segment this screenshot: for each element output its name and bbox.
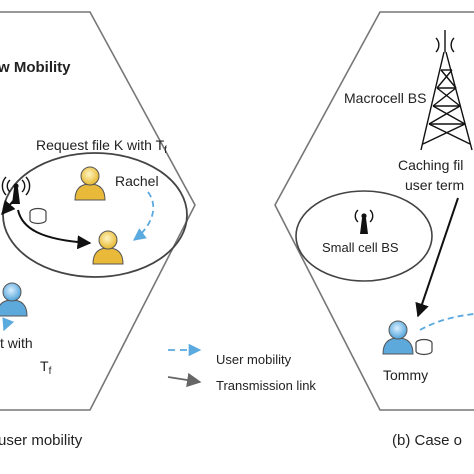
legend-user-mobility: User mobility <box>216 352 292 367</box>
caching-line2: user term <box>405 177 464 193</box>
left-user-name: Rachel <box>115 173 159 189</box>
right-user-name: Tommy <box>383 367 428 383</box>
left-bottom-line2: Tf <box>40 358 52 377</box>
left-link-arrow-down <box>17 209 92 250</box>
user-icon <box>74 166 106 201</box>
request-file-text: Request file K with Tf <box>36 137 167 156</box>
left-cell-hexagon <box>0 11 196 411</box>
left-bottom-line1: t with <box>0 335 33 351</box>
macro-to-user-link <box>415 197 459 318</box>
user-icon <box>92 230 124 265</box>
right-caption: (b) Case o <box>392 432 462 449</box>
right-mobility-arrow <box>419 313 474 331</box>
left-panel-title: w Mobility <box>0 59 71 76</box>
left-caption: user mobility <box>0 432 83 449</box>
antenna-icon <box>354 209 374 234</box>
user-icon <box>0 282 28 317</box>
right-coverage-ellipse <box>295 190 433 282</box>
caching-line1: Caching fil <box>398 157 463 173</box>
small-cell-label: Small cell BS <box>322 240 399 255</box>
user-icon <box>382 320 414 355</box>
cache-drum-icon <box>415 338 433 356</box>
legend-transmission-link: Transmission link <box>216 378 316 393</box>
legend-link-line <box>167 372 202 388</box>
cache-drum-icon <box>29 207 47 225</box>
macrocell-tower-icon <box>420 30 473 151</box>
macrocell-label: Macrocell BS <box>344 90 426 106</box>
left-mobility-arrow <box>132 191 155 241</box>
left-link-arrow-up <box>1 199 16 216</box>
left-blue-mobility-arrow <box>2 317 15 332</box>
right-cell-hexagon <box>274 11 474 411</box>
